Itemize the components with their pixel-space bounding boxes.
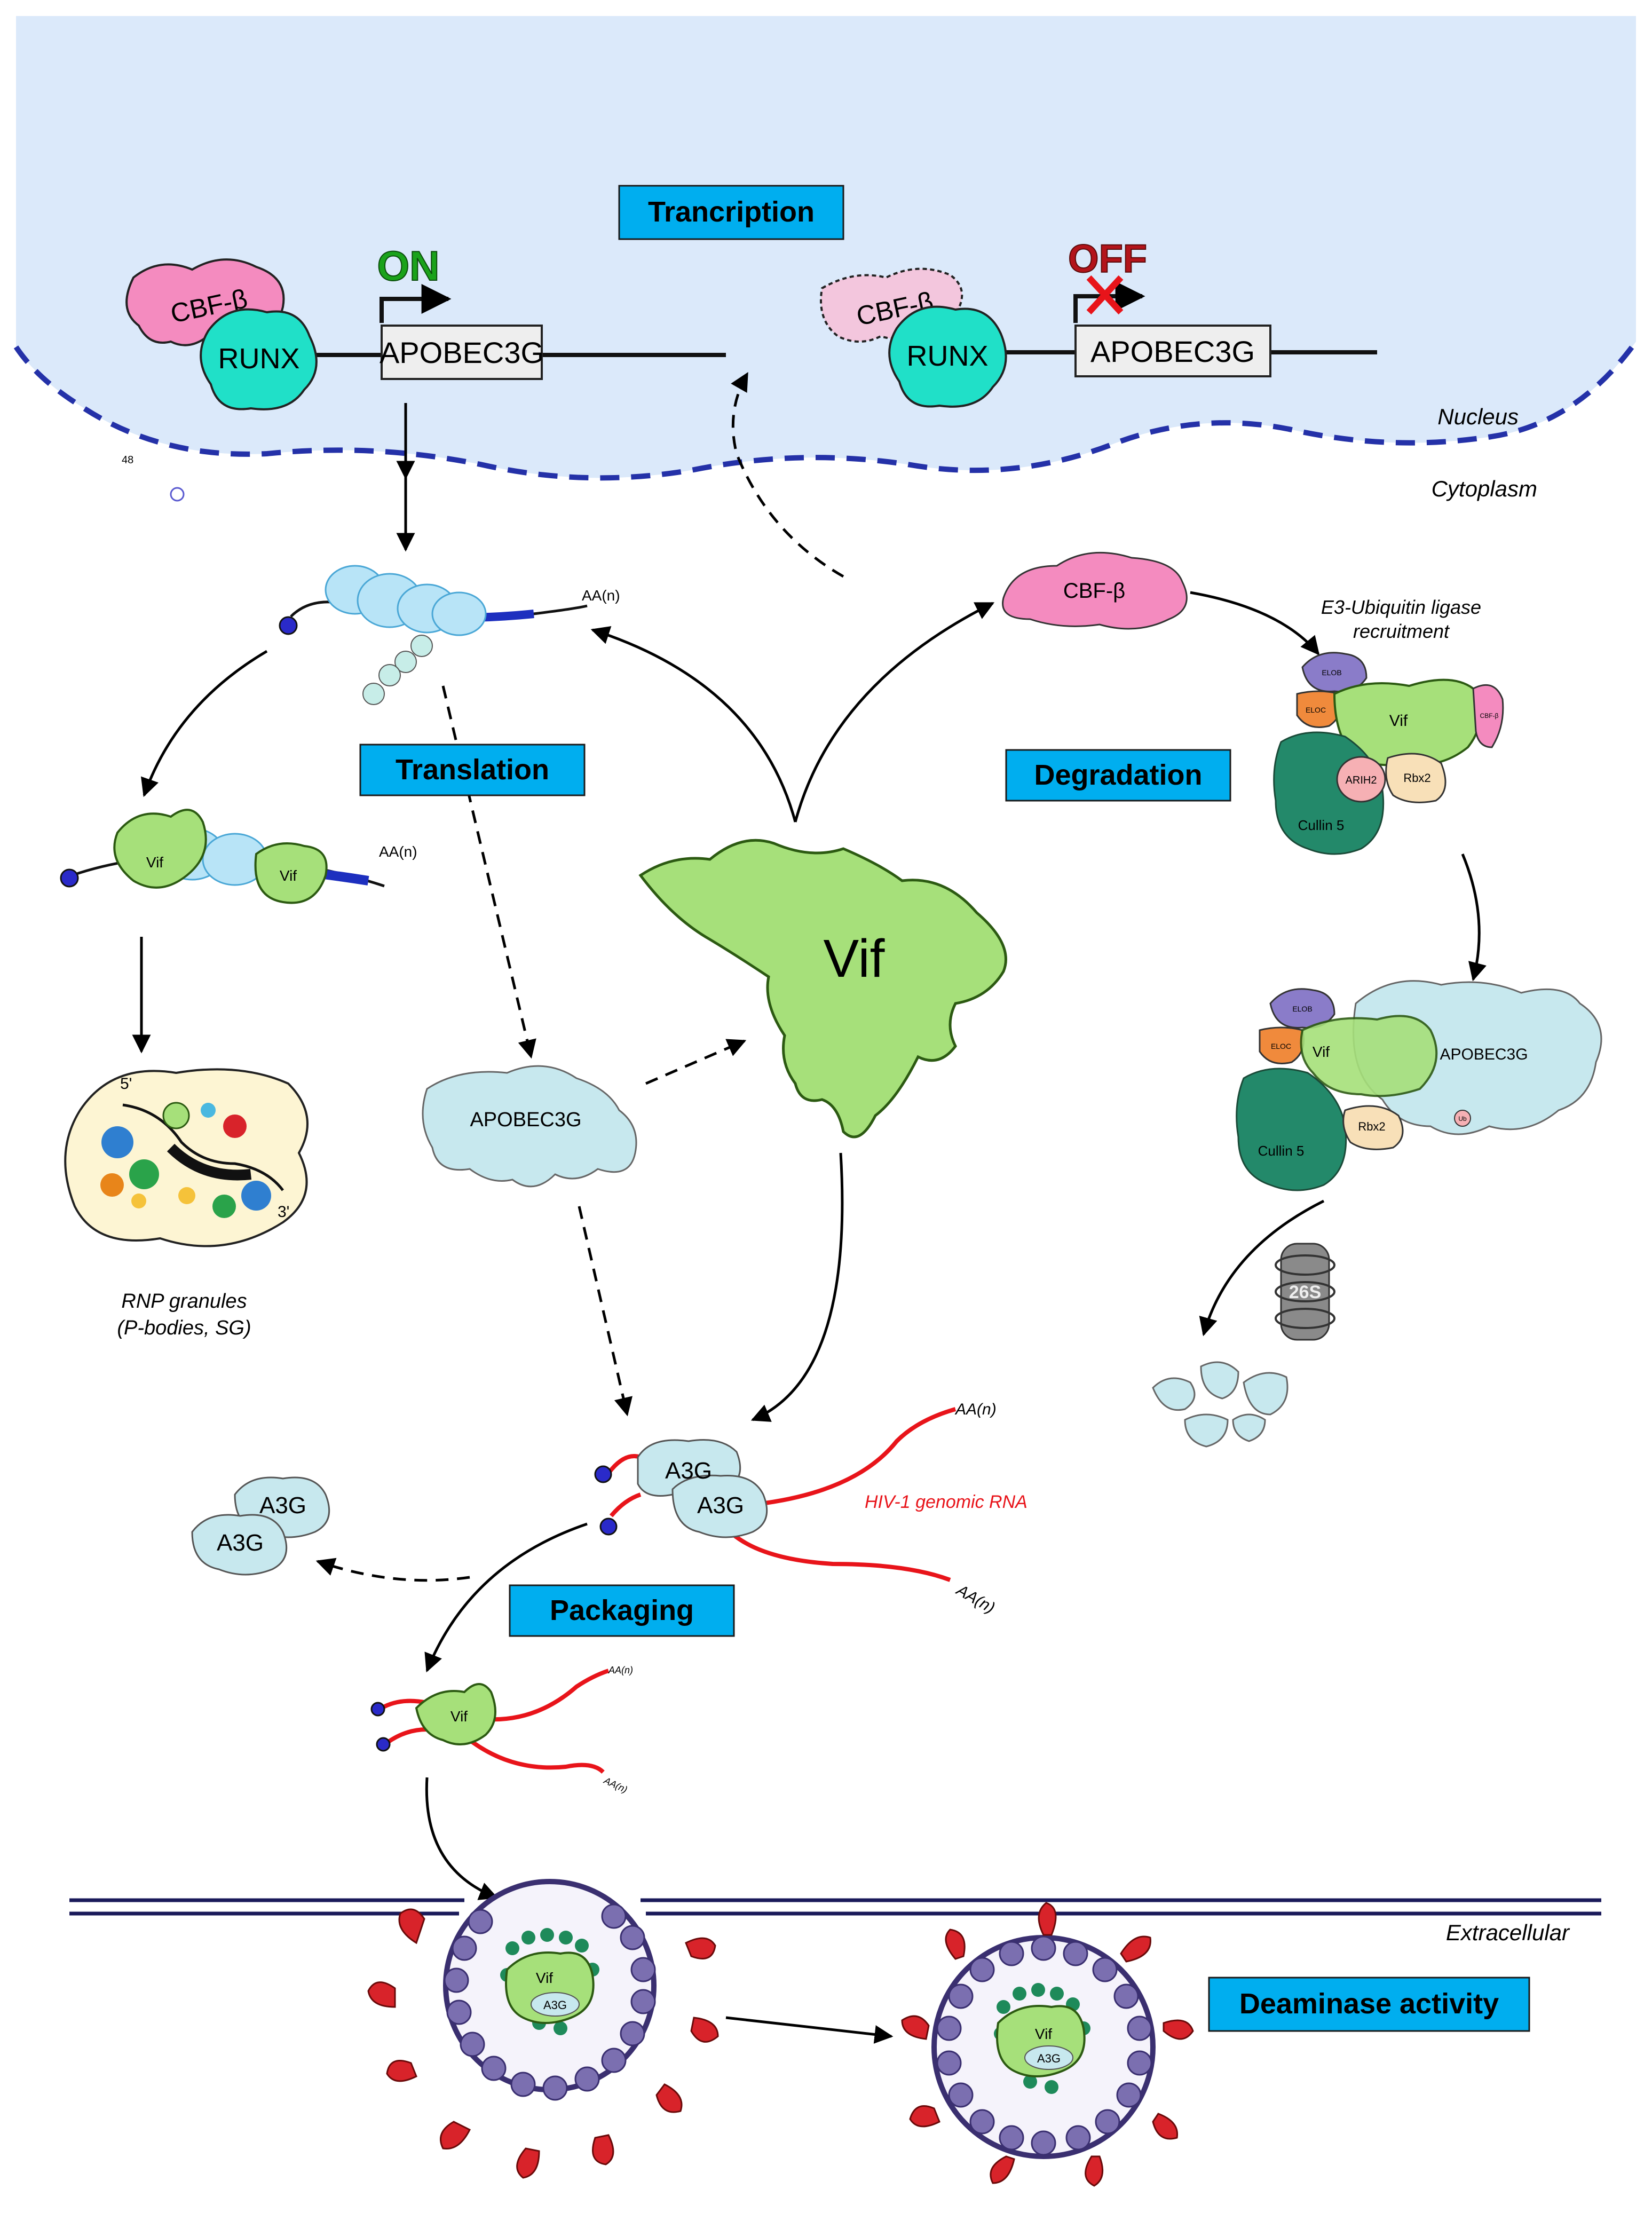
stray-number: 48 — [122, 454, 133, 466]
polysome-mrna — [279, 565, 588, 705]
polya-label-pack-4: AA(n) — [602, 1775, 629, 1795]
polya-label-1: AA(n) — [582, 587, 620, 604]
apobec3g-protein-center — [422, 1065, 637, 1188]
on-label: ON — [377, 242, 440, 289]
polya-label-pack-2: AA(n) — [953, 1580, 998, 1617]
elob-label-1: ELOB — [1322, 668, 1341, 677]
vif-label-pack: Vif — [450, 1708, 468, 1725]
deaminase-title: Deaminase activity — [1239, 1988, 1499, 2020]
gene-box-off — [1074, 325, 1271, 377]
rnp-title: RNP granules — [121, 1290, 247, 1313]
promoter-arrow-on — [380, 284, 452, 323]
eloc-label-2: ELOC — [1271, 1042, 1291, 1050]
rbx2-label-1: Rbx2 — [1403, 771, 1430, 785]
rnp-5-label: 5' — [120, 1075, 132, 1093]
a3g-label-free-2: A3G — [217, 1530, 264, 1556]
apobec3g-label-e3: APOBEC3G — [1440, 1046, 1528, 1063]
a3g-label-pack-2: A3G — [697, 1492, 744, 1519]
rbx2-label-2: Rbx2 — [1358, 1120, 1385, 1133]
hiv-rna-label: HIV-1 genomic RNA — [865, 1492, 1027, 1512]
polya-label-pack-3: AA(n) — [608, 1665, 633, 1675]
extracellular-label: Extracellular — [1446, 1920, 1570, 1945]
gene-label-on: APOBEC3G — [380, 336, 544, 369]
ub-label: Ub — [1458, 1115, 1467, 1123]
nucleus-label: Nucleus — [1437, 404, 1519, 429]
vif-label-large: Vif — [824, 929, 885, 989]
polya-label-2: AA(n) — [379, 843, 417, 860]
packaging-title-box: Packaging — [509, 1584, 735, 1637]
vif-label-e3-2: Vif — [1313, 1044, 1330, 1060]
cbfb-label-cytoplasm: CBF-β — [1063, 579, 1125, 603]
cullin5-label-1: Cullin 5 — [1298, 817, 1345, 833]
nuclear-envelope — [13, 340, 1639, 481]
deaminase-title-box: Deaminase activity — [1208, 1977, 1530, 2032]
runx-protein-off — [888, 305, 1007, 408]
apobec3g-label-center: APOBEC3G — [470, 1109, 581, 1131]
eloc-label-1: ELOC — [1306, 706, 1326, 714]
e3-ligase-apobec3g-complex — [1236, 980, 1602, 1191]
vif-label-bud: Vif — [536, 1970, 553, 1986]
gene-box-on — [381, 325, 543, 380]
e3-ligase-complex — [1273, 652, 1504, 855]
gene-on-group: CBF-β RUNX APOBEC3G ON — [125, 242, 726, 410]
proteasome-icon — [1275, 1243, 1335, 1341]
translation-title: Translation — [396, 754, 549, 786]
rnp-granule — [64, 1068, 309, 1247]
a3g-label-bud: A3G — [543, 1998, 567, 2012]
runx-label-off: RUNX — [906, 340, 988, 372]
vif-label-e3-1: Vif — [1389, 712, 1408, 730]
mature-virion — [901, 1902, 1194, 2187]
cbfb-protein-cytoplasm — [1002, 551, 1188, 630]
transcription-title: Trancription — [648, 196, 815, 228]
polya-label-pack-1: AA(n) — [954, 1401, 997, 1418]
arih2-label-1: ARIH2 — [1346, 774, 1377, 786]
runx-protein-on — [200, 308, 318, 410]
packaging-title: Packaging — [550, 1594, 694, 1626]
promoter-arrow-off — [1073, 281, 1145, 323]
a3g-label-pack-1: A3G — [665, 1458, 712, 1484]
plasma-membrane — [69, 1898, 1601, 1916]
gene-off-group: CBF-β RUNX APOBEC3G OFF — [820, 236, 1377, 408]
gene-label-off: APOBEC3G — [1090, 335, 1255, 368]
free-a3g-dimer — [191, 1476, 330, 1576]
rnp-subtitle: (P-bodies, SG) — [117, 1317, 251, 1339]
elob-label-2: ELOB — [1292, 1005, 1312, 1013]
budding-virion — [367, 1879, 719, 2179]
transcription-title-box: Trancription — [618, 185, 844, 240]
off-label: OFF — [1068, 236, 1147, 281]
e3-label-line2: recruitment — [1353, 620, 1450, 642]
cytoplasm-label: Cytoplasm — [1432, 476, 1537, 501]
a3g-label-free-1: A3G — [259, 1492, 306, 1519]
vif-bound-mrna — [60, 809, 385, 904]
vif-label-mrna-1: Vif — [146, 854, 163, 871]
degradation-title-box: Degradation — [1005, 749, 1231, 802]
e3-label-line1: E3-Ubiquitin ligase — [1321, 596, 1481, 618]
vif-protein-large — [638, 839, 1007, 1139]
cbfb-label-e3-1: CBF-β — [1480, 712, 1499, 720]
cullin5-label-2: Cullin 5 — [1258, 1143, 1305, 1159]
a3g-label-virion: A3G — [1037, 2052, 1061, 2065]
degraded-fragments — [1152, 1361, 1289, 1448]
vif-label-mrna-2: Vif — [280, 867, 297, 884]
runx-label-on: RUNX — [218, 343, 299, 375]
rnp-3-label: 3' — [278, 1203, 289, 1221]
proteasome-label: 26S — [1289, 1282, 1322, 1302]
vif-hiv-rna-complex — [370, 1669, 610, 1774]
blocked-cross-icon — [1086, 275, 1124, 315]
a3g-hiv-rna-complex — [594, 1407, 957, 1582]
translation-title-box: Translation — [359, 744, 586, 796]
vif-label-virion: Vif — [1035, 2026, 1052, 2042]
stray-circle — [170, 487, 185, 502]
degradation-title: Degradation — [1034, 759, 1202, 791]
